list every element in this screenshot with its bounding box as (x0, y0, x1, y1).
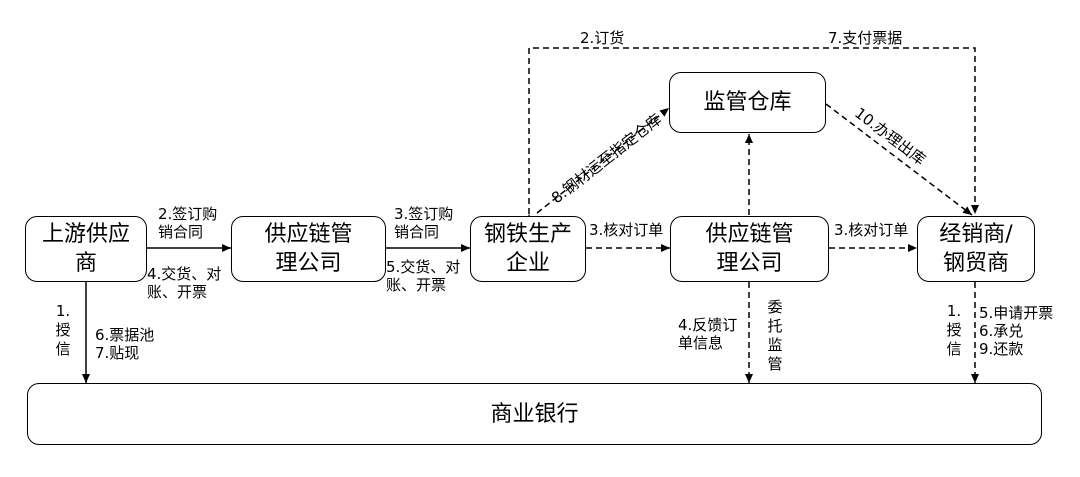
release-arrow (825, 103, 973, 216)
node-steel-producer: 钢铁生产企业 (470, 216, 586, 282)
node-supervised-warehouse: 监管仓库 (669, 72, 826, 133)
label-order: 2.订货 (580, 29, 625, 47)
label-pay-bill: 7.支付票据 (828, 29, 903, 47)
node-supply-chain-company-right: 供应链管理公司 (670, 216, 829, 282)
label-credit-left: 1.授信 (55, 302, 71, 358)
ship-to-warehouse-arrow (536, 107, 670, 214)
node-upstream-supplier: 上游供应商 (25, 216, 147, 282)
label-check-order-left: 3.核对订单 (589, 221, 664, 239)
node-dealer: 经销商/钢贸商 (917, 216, 1035, 282)
label-sign-contract-left: 2.签订购销合同 (158, 205, 218, 241)
order-payment-loop-line (525, 47, 979, 223)
label-check-order-right: 3.核对订单 (834, 221, 909, 239)
label-entrust-supervision: 委托监管 (767, 298, 783, 373)
label-sign-contract-mid: 3.签订购销合同 (394, 205, 454, 241)
label-credit-right: 1.授信 (946, 302, 962, 358)
label-deliver-left: 4.交货、对账、开票 (147, 265, 222, 301)
node-supply-chain-company-left: 供应链管理公司 (231, 216, 386, 282)
node-commercial-bank: 商业银行 (27, 383, 1042, 445)
label-deliver-mid: 5.交货、对账、开票 (386, 258, 461, 294)
label-feedback-order: 4.反馈订单信息 (678, 316, 738, 352)
